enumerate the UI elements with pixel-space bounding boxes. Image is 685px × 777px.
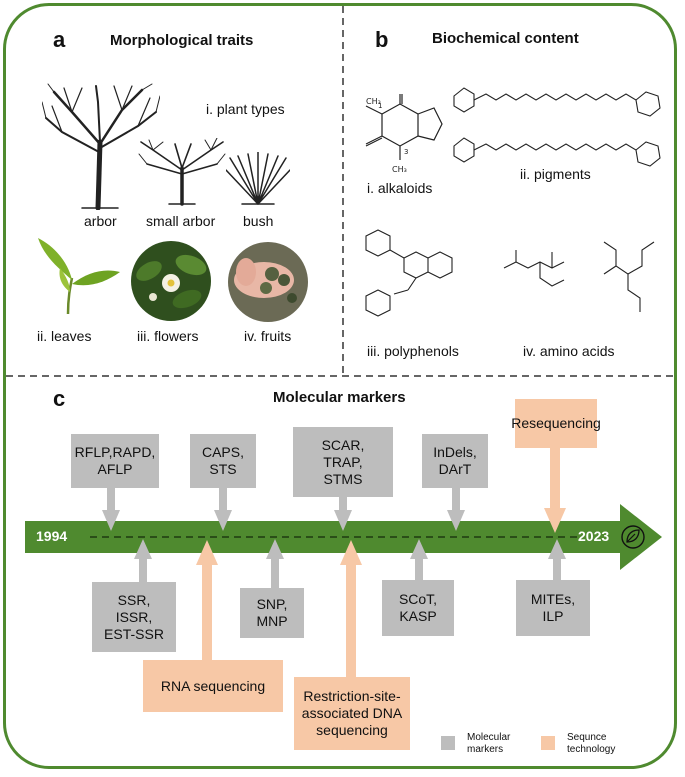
bush-drawing	[226, 152, 290, 205]
plant-types-label: i. plant types	[206, 101, 285, 117]
caffeine-structure: CH₃ 1 3 CH₃	[365, 94, 443, 174]
marker-box-scot-kasp: SCoT, KASP	[382, 580, 454, 636]
polyphenol-structure	[365, 229, 453, 317]
legend-label-sequence: Sequnce technology	[567, 732, 616, 755]
marker-box-scar-trap-stms: SCAR, TRAP, STMS	[293, 427, 393, 497]
marker-box-snp-mnp: SNP, MNP	[240, 588, 304, 638]
legend-label-molecular: Molecular markers	[467, 732, 511, 755]
ch3-label-1: CH₃	[366, 97, 381, 106]
flowers-label: iii. flowers	[137, 328, 199, 344]
small-arbor-label: small arbor	[146, 213, 216, 229]
tea-flowers-photo	[131, 241, 211, 321]
marker-box-indels-dart: InDels, DArT	[422, 434, 488, 488]
pigment-structures	[453, 87, 661, 167]
amino-acid-structures	[503, 241, 655, 312]
arbor-label: arbor	[84, 213, 117, 229]
leaves-label: ii. leaves	[37, 328, 92, 344]
small-arbor-drawing	[138, 138, 226, 206]
sequencing-box-rna: RNA sequencing	[143, 660, 283, 712]
panel-a-title: Morphological traits	[110, 32, 254, 49]
n3-label: 3	[404, 148, 408, 156]
fruits-label: iv. fruits	[244, 328, 292, 344]
tea-leaves-photo	[38, 238, 120, 314]
sequencing-box-resequencing: Resequencing	[511, 399, 601, 448]
marker-box-caps-sts: CAPS, STS	[190, 434, 256, 488]
figure-frame	[3, 3, 677, 769]
marker-box-rflp-rapd-aflp: RFLP,RAPD, AFLP	[71, 434, 159, 488]
panel-b-title: Biochemical content	[432, 30, 579, 47]
panel-b-letter: b	[375, 27, 389, 52]
legend-swatch-molecular	[441, 736, 455, 750]
end-year-label: 2023	[578, 528, 610, 544]
n1-label: 1	[378, 102, 382, 110]
tea-fruits-photo	[228, 242, 308, 322]
pigments-label: ii. pigments	[520, 166, 591, 182]
arbor-tree-drawing	[42, 83, 160, 210]
alkaloids-label: i. alkaloids	[367, 180, 433, 196]
panel-c-letter: c	[53, 386, 66, 411]
sequencing-box-rad: Restriction-site- associated DNA sequenc…	[294, 677, 410, 750]
panel-a-letter: a	[53, 27, 66, 52]
ch3-label-3: CH₃	[392, 165, 407, 174]
legend-swatch-sequence	[541, 736, 555, 750]
marker-box-mites-ilp: MITEs, ILP	[516, 580, 590, 636]
leaf-icon	[621, 525, 645, 549]
polyphenols-label: iii. polyphenols	[367, 343, 459, 359]
amino-acids-label: iv. amino acids	[523, 343, 615, 359]
start-year-label: 1994	[36, 528, 68, 544]
panel-c-title: Molecular markers	[273, 389, 406, 406]
marker-box-ssr-issr-est-ssr: SSR, ISSR, EST-SSR	[92, 582, 176, 652]
bush-label: bush	[243, 213, 274, 229]
